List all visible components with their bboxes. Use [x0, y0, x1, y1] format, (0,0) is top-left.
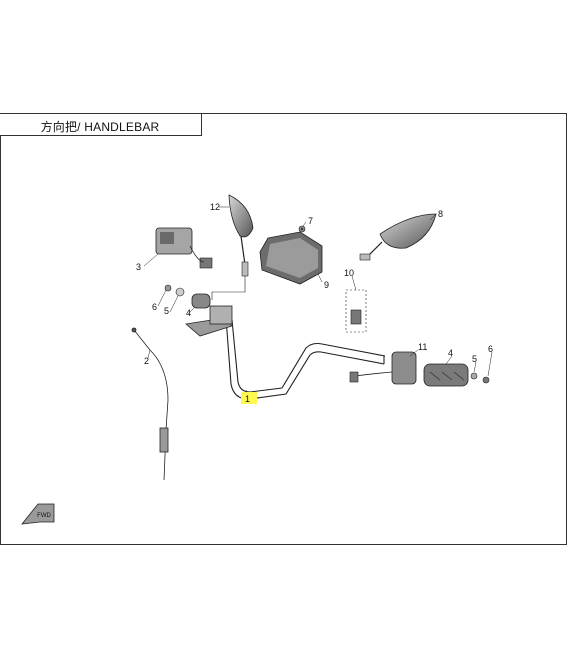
highlight-part-1	[241, 392, 257, 404]
callout-leaders	[143, 206, 493, 399]
callout-7: 7	[308, 216, 313, 226]
callout-9: 9	[324, 280, 329, 290]
callout-8: 8	[438, 209, 443, 219]
callout-2: 2	[144, 356, 149, 366]
callout-11: 11	[418, 342, 427, 352]
right-grip	[423, 363, 490, 387]
callout-10: 10	[344, 268, 354, 278]
left-mirror	[211, 194, 254, 300]
callout-5-left: 5	[164, 306, 169, 316]
nut-7	[301, 228, 303, 230]
right-switch-housing	[349, 351, 417, 385]
callout-6-left: 6	[152, 302, 157, 312]
callout-4-right: 4	[448, 348, 453, 358]
page-title: 方向把/ HANDLEBAR	[40, 120, 160, 134]
right-mirror	[359, 213, 437, 261]
callout-6-right: 6	[488, 344, 493, 354]
diagram-frame	[0, 113, 567, 545]
handlebar-tube	[225, 317, 386, 400]
callout-3: 3	[136, 262, 141, 272]
left-lever-assembly	[164, 284, 233, 337]
front-arrow-label: FWD	[37, 513, 51, 519]
callout-1: 1	[245, 394, 250, 404]
front-arrow-icon: FWD	[21, 503, 55, 525]
connector-10	[345, 289, 367, 333]
left-switch-housing	[155, 227, 213, 269]
callout-5-right: 5	[472, 354, 477, 364]
callout-12: 12	[210, 202, 220, 212]
throttle-cable	[131, 327, 169, 481]
handlebar-cover	[259, 225, 323, 285]
title-box: 方向把/ HANDLEBAR	[0, 113, 202, 136]
callout-4-left: 4	[186, 308, 191, 318]
